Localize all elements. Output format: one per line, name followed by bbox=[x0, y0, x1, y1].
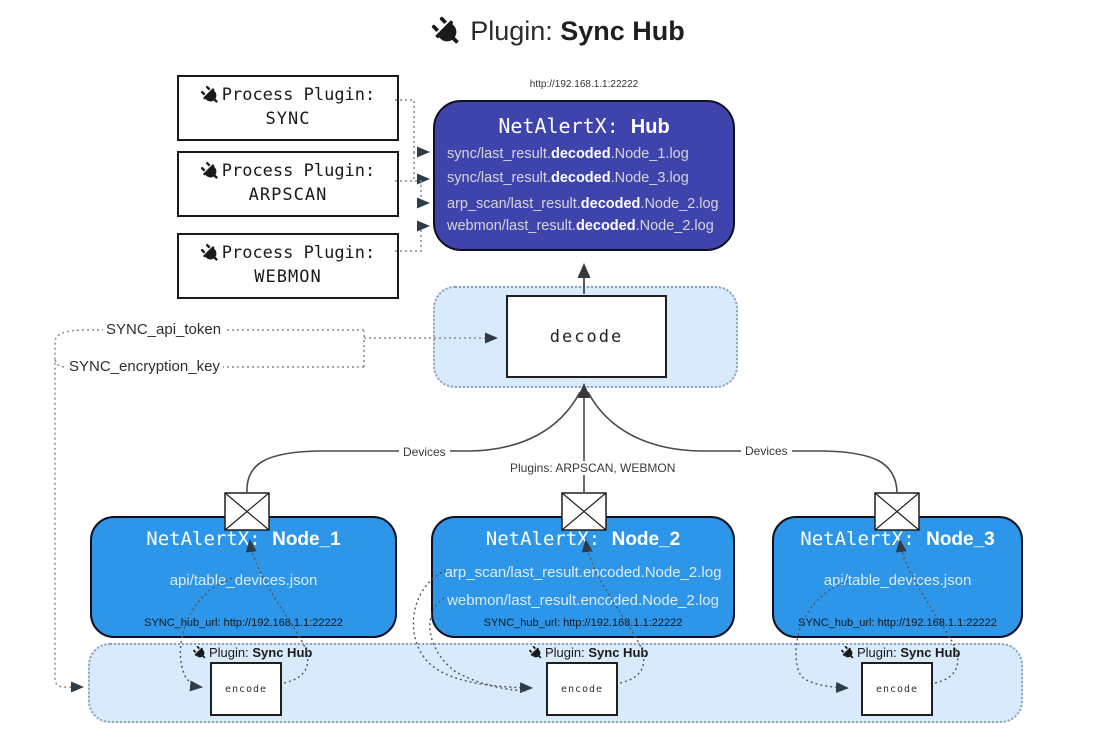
process-plugin-box-webmon: Process Plugin: WEBMON bbox=[177, 233, 399, 299]
edge-node1-to-decode bbox=[246, 391, 581, 493]
hub-log-line: arp_scan/last_result.decoded.Node_2.log bbox=[447, 196, 719, 212]
hub-log-line: sync/last_result.decoded.Node_1.log bbox=[447, 146, 689, 162]
hub-box: NetAlertX: Hub sync/last_result.decoded.… bbox=[433, 100, 735, 251]
plug-icon bbox=[838, 643, 858, 663]
process-plugin-name: SYNC bbox=[265, 109, 311, 129]
process-plugin-heading: Process Plugin: bbox=[221, 161, 376, 181]
edge-node3-to-decode bbox=[587, 391, 898, 493]
title-prefix: Plugin: bbox=[470, 16, 561, 46]
process-plugin-box-sync: Process Plugin: SYNC bbox=[177, 75, 399, 141]
encode-box-node2: encode bbox=[546, 662, 618, 716]
encode-box-node1: encode bbox=[210, 662, 282, 716]
hub-log-line: webmon/last_result.decoded.Node_2.log bbox=[447, 218, 714, 234]
process-plugin-box-arpscan: Process Plugin: ARPSCAN bbox=[177, 151, 399, 217]
encode-plugin-label-node2: Plugin: Sync Hub bbox=[529, 645, 648, 660]
process-plugin-heading: Process Plugin: bbox=[221, 243, 376, 263]
process-plugin-heading: Process Plugin: bbox=[221, 85, 376, 105]
plug-icon bbox=[197, 82, 224, 109]
title-bold: Sync Hub bbox=[560, 16, 685, 46]
node-file: webmon/last_result.encoded.Node_2.log bbox=[447, 592, 719, 609]
decode-box: decode bbox=[506, 295, 667, 378]
node-title: NetAlertX: Node_3 bbox=[800, 528, 995, 550]
node-hub-url: SYNC_hub_url: http://192.168.1.1:22222 bbox=[798, 617, 997, 629]
encode-box-node3: encode bbox=[861, 662, 933, 716]
hub-title: NetAlertX: Hub bbox=[498, 114, 670, 138]
node-box-node1: NetAlertX: Node_1 api/table_devices.json… bbox=[90, 516, 397, 638]
plugin-to-hub-connectors bbox=[395, 99, 430, 252]
node-file: api/table_devices.json bbox=[823, 572, 972, 589]
node-hub-url: SYNC_hub_url: http://192.168.1.1:22222 bbox=[483, 617, 683, 629]
plugins-label-middle: Plugins: ARPSCAN, WEBMON bbox=[506, 461, 680, 475]
node-hub-url: SYNC_hub_url: http://192.168.1.1:22222 bbox=[144, 617, 343, 629]
plug-icon bbox=[190, 643, 210, 663]
devices-label-left: Devices bbox=[399, 445, 450, 459]
plug-icon bbox=[197, 158, 224, 185]
node-title: NetAlertX: Node_2 bbox=[485, 528, 681, 550]
process-plugin-name: ARPSCAN bbox=[248, 185, 328, 205]
hub-url: http://192.168.1.1:22222 bbox=[529, 79, 639, 90]
node-box-node3: NetAlertX: Node_3 api/table_devices.json… bbox=[772, 516, 1023, 638]
node-title: NetAlertX: Node_1 bbox=[146, 528, 341, 550]
hub-log-line: sync/last_result.decoded.Node_3.log bbox=[447, 170, 689, 186]
encode-plugin-label-node3: Plugin: Sync Hub bbox=[841, 645, 960, 660]
page-title: Plugin: Sync Hub bbox=[0, 16, 1117, 47]
sync-encryption-key-label: SYNC_encryption_key bbox=[66, 358, 223, 375]
node-file: arp_scan/last_result.encoded.Node_2.log bbox=[444, 564, 722, 581]
sync-api-token-label: SYNC_api_token bbox=[103, 321, 225, 338]
node-box-node2: NetAlertX: Node_2 arp_scan/last_result.e… bbox=[431, 516, 735, 638]
plug-icon bbox=[197, 240, 224, 267]
encode-plugin-label-node1: Plugin: Sync Hub bbox=[193, 645, 312, 660]
devices-label-right: Devices bbox=[741, 444, 792, 458]
plug-icon bbox=[526, 643, 546, 663]
plug-icon bbox=[426, 10, 468, 52]
process-plugin-name: WEBMON bbox=[254, 267, 322, 287]
node-file: api/table_devices.json bbox=[169, 572, 318, 589]
